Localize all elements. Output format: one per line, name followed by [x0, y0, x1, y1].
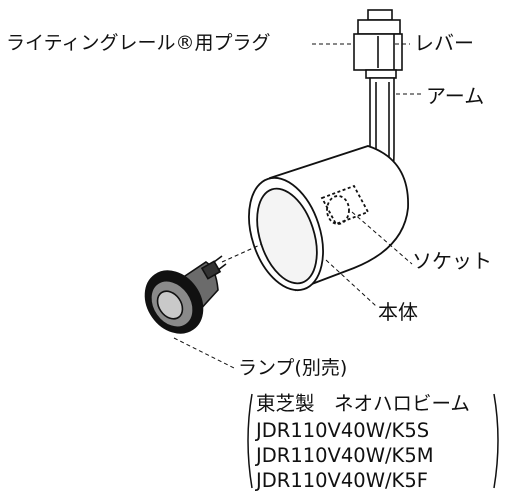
spec-bracket — [247, 393, 499, 489]
lever-label: レバー — [414, 31, 474, 55]
plug-label: ライティングレール®用プラグ — [6, 32, 271, 54]
leader-lines — [173, 43, 422, 369]
spec-manufacturer: 東芝製 ネオハロビーム — [256, 392, 470, 415]
lamp-label: ランプ(別売) — [238, 357, 348, 379]
spec-model-k5m: JDR110V40W/K5M — [256, 444, 434, 467]
body-label: 本体 — [378, 300, 418, 324]
rail-plug — [353, 9, 403, 79]
spec-model-k5s: JDR110V40W/K5S — [256, 419, 430, 442]
spec-model-k5f: JDR110V40W/K5F — [256, 469, 428, 492]
arm-label: アーム — [426, 84, 485, 108]
halogen-lamp — [144, 255, 227, 334]
socket-label: ソケット — [412, 249, 492, 273]
lamp-housing — [248, 145, 409, 292]
